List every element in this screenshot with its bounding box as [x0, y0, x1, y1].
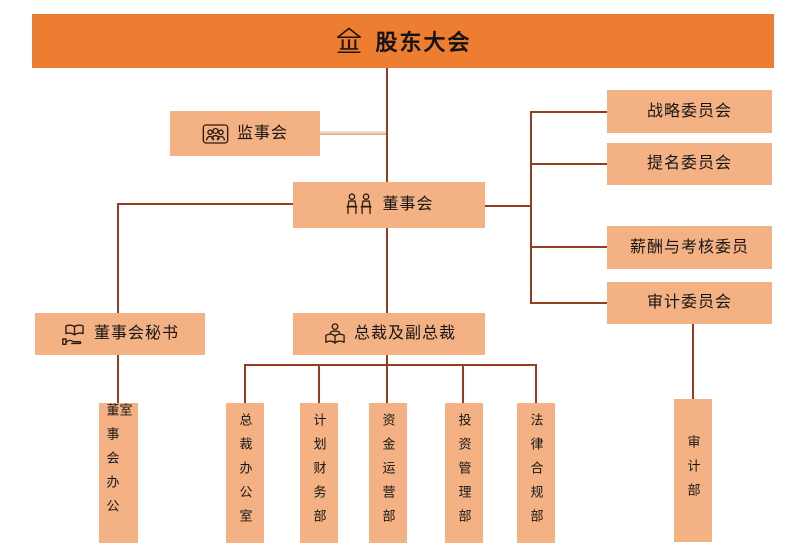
connector-president-stub	[386, 355, 388, 366]
connector-stub-investment	[462, 364, 464, 403]
node-board-secretary[interactable]: 董事会秘书	[35, 313, 205, 355]
node-label: 审计部	[685, 434, 701, 507]
node-audit-dept[interactable]: 审计部	[674, 399, 712, 542]
node-label: 提名委员会	[646, 155, 732, 172]
node-president[interactable]: 总裁及副总裁	[293, 313, 485, 355]
node-label: 计划财务部	[311, 413, 327, 533]
node-shareholders-meeting[interactable]: 股东大会	[32, 14, 774, 68]
node-label: 股东大会	[375, 30, 472, 55]
node-label: 投资管理部	[456, 413, 472, 533]
book-hand-icon	[61, 321, 88, 347]
connector-stub-planning	[318, 364, 320, 403]
node-label: 薪酬与考核委员	[629, 238, 749, 256]
connector-supervisory	[320, 131, 386, 135]
node-nomination-committee[interactable]: 提名委员会	[607, 143, 772, 185]
connector-branch-strategy	[530, 111, 607, 113]
seated-people-icon	[344, 192, 374, 219]
connector-committee-bracket	[530, 111, 532, 304]
node-planning-finance-dept[interactable]: 计划财务部	[300, 403, 338, 543]
connector-branch-remuneration	[530, 246, 607, 248]
connector-branch-audit	[530, 302, 607, 304]
node-label: 监事会	[236, 124, 288, 142]
node-investment-management-dept[interactable]: 投资管理部	[445, 403, 483, 543]
node-president-office[interactable]: 总裁办公室	[226, 403, 264, 543]
connector-root-to-board	[386, 68, 388, 182]
connector-branch-nomination	[530, 163, 607, 165]
connector-board-to-president	[386, 228, 388, 313]
connector-board-left-h	[117, 203, 293, 205]
node-strategy-committee[interactable]: 战略委员会	[607, 90, 772, 133]
connector-board-right-h	[485, 205, 531, 207]
node-board-of-directors[interactable]: 董事会	[293, 182, 485, 228]
node-label: 总裁及副总裁	[353, 325, 456, 342]
node-label: 总裁办公室	[237, 413, 253, 533]
node-board-office[interactable]: 董事会办公室	[99, 403, 138, 543]
node-label: 董事会秘书	[93, 325, 179, 342]
node-label: 法律合规部	[528, 413, 544, 533]
connector-secretary-v	[117, 203, 119, 313]
connector-secretary-to-office	[117, 355, 119, 403]
person-book-icon	[322, 321, 348, 347]
people-group-icon	[202, 123, 229, 145]
connector-stub-capital	[386, 364, 388, 403]
node-remuneration-committee[interactable]: 薪酬与考核委员	[607, 226, 772, 269]
node-legal-compliance-dept[interactable]: 法律合规部	[517, 403, 555, 543]
connector-audit-dept	[692, 324, 694, 400]
node-label: 董事会办公室	[104, 403, 133, 523]
node-capital-operations-dept[interactable]: 资金运营部	[369, 403, 407, 543]
node-audit-committee[interactable]: 审计委员会	[607, 282, 772, 324]
node-label: 董事会	[382, 196, 434, 213]
node-label: 资金运营部	[380, 413, 396, 533]
node-supervisory-board[interactable]: 监事会	[170, 111, 320, 156]
connector-stub-legal	[535, 364, 537, 403]
connector-dept-rail	[244, 364, 537, 366]
bank-icon	[334, 25, 364, 57]
node-label: 审计委员会	[646, 294, 732, 311]
node-label: 战略委员会	[646, 102, 732, 120]
connector-stub-president-office	[244, 364, 246, 403]
